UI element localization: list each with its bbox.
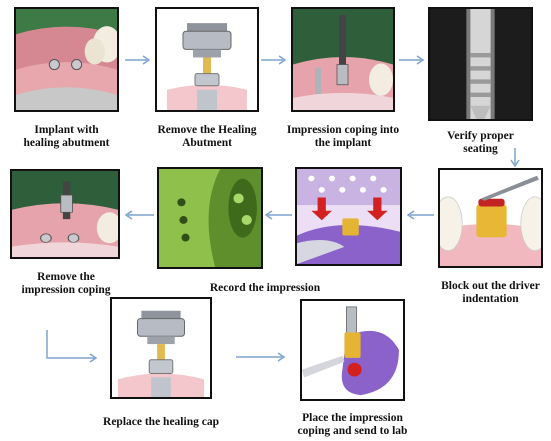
- step-4-image: [428, 7, 533, 121]
- step-3-image: [291, 7, 395, 112]
- step-5-caption: Block out the driver indentation: [430, 280, 551, 306]
- step-8-image: [110, 297, 212, 399]
- step-6-image-b: [295, 167, 402, 266]
- step-6-caption: Record the impression: [190, 282, 340, 295]
- step-7-image: [10, 169, 120, 259]
- step-2-image: [155, 7, 259, 112]
- arrow-1-to-2: [125, 55, 151, 65]
- arrow-8-to-9: [236, 352, 286, 362]
- step-8-caption: Replace the healing cap: [91, 416, 231, 429]
- arrow-6b-to-6a: [264, 210, 292, 220]
- step-2-caption: Remove the Healing Abutment: [145, 124, 269, 150]
- step-1-caption: Implant with healing abutment: [6, 124, 127, 150]
- step-7-caption: Remove the impression coping: [8, 271, 124, 297]
- step-1-image: [14, 7, 119, 112]
- arrow-3-to-4: [399, 55, 425, 65]
- arrow-4-to-5: [507, 148, 523, 168]
- arrow-5-to-6: [406, 210, 434, 220]
- step-9-caption: Place the impression coping and send to …: [280, 412, 425, 438]
- step-9-image: [300, 299, 405, 401]
- step-3-caption: Impression coping into the implant: [280, 124, 406, 150]
- arrow-7-to-8: [44, 330, 100, 364]
- arrow-6-to-7: [124, 210, 154, 220]
- arrow-2-to-3: [261, 55, 287, 65]
- step-5-image: [438, 168, 543, 268]
- step-6-image-a: [157, 167, 263, 269]
